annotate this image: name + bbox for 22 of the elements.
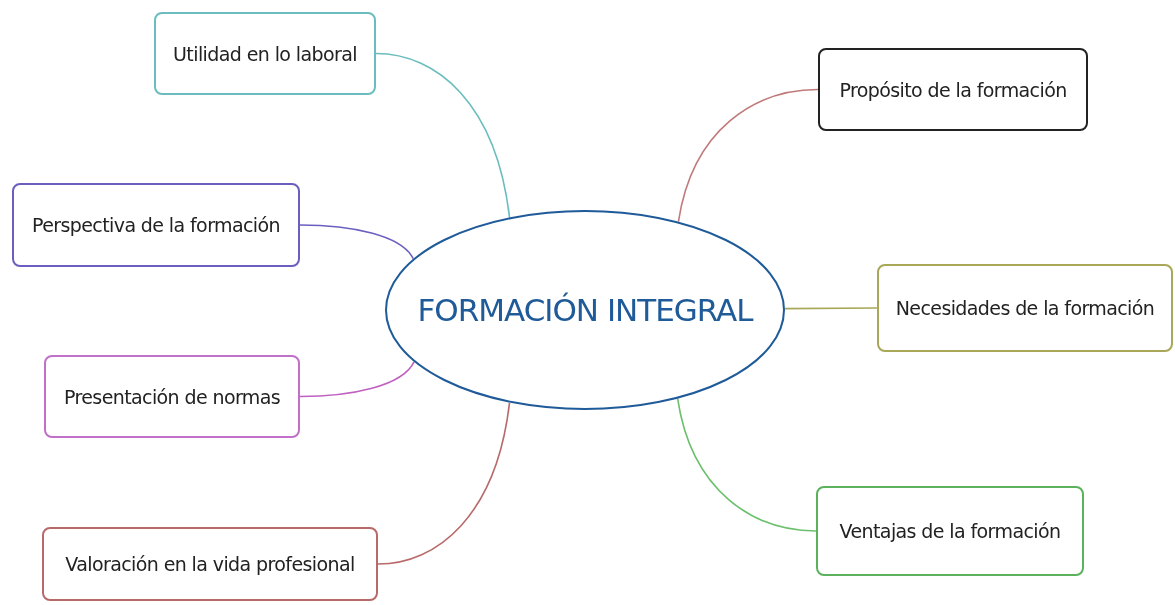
topic-box bbox=[12, 183, 300, 267]
topic-label: Necesidades de la formación bbox=[895, 297, 1155, 319]
connector-line bbox=[784, 307, 878, 310]
topic-box bbox=[154, 12, 376, 95]
connector-line bbox=[299, 361, 415, 398]
connector-line bbox=[299, 224, 415, 260]
central-topic: FORMACIÓN INTEGRAL bbox=[417, 292, 753, 328]
topic-label: Valoración en la vida profesional bbox=[65, 553, 355, 575]
topic-box bbox=[42, 527, 378, 601]
topic-label: Propósito de la formación bbox=[839, 78, 1067, 101]
topic-label: Utilidad en lo laboral bbox=[173, 42, 357, 65]
topic-box bbox=[877, 264, 1173, 352]
topic-label: Perspectiva de la formación bbox=[32, 214, 280, 236]
topic-box bbox=[818, 48, 1088, 131]
topic-box bbox=[44, 355, 300, 438]
connector-line bbox=[677, 88, 819, 223]
connector-line bbox=[375, 52, 511, 219]
topic-box bbox=[816, 486, 1084, 576]
connector-line bbox=[377, 401, 511, 565]
connector-line bbox=[676, 397, 817, 532]
topic-label: Presentación de normas bbox=[63, 385, 281, 408]
topic-label: Ventajas de la formación bbox=[839, 520, 1061, 542]
